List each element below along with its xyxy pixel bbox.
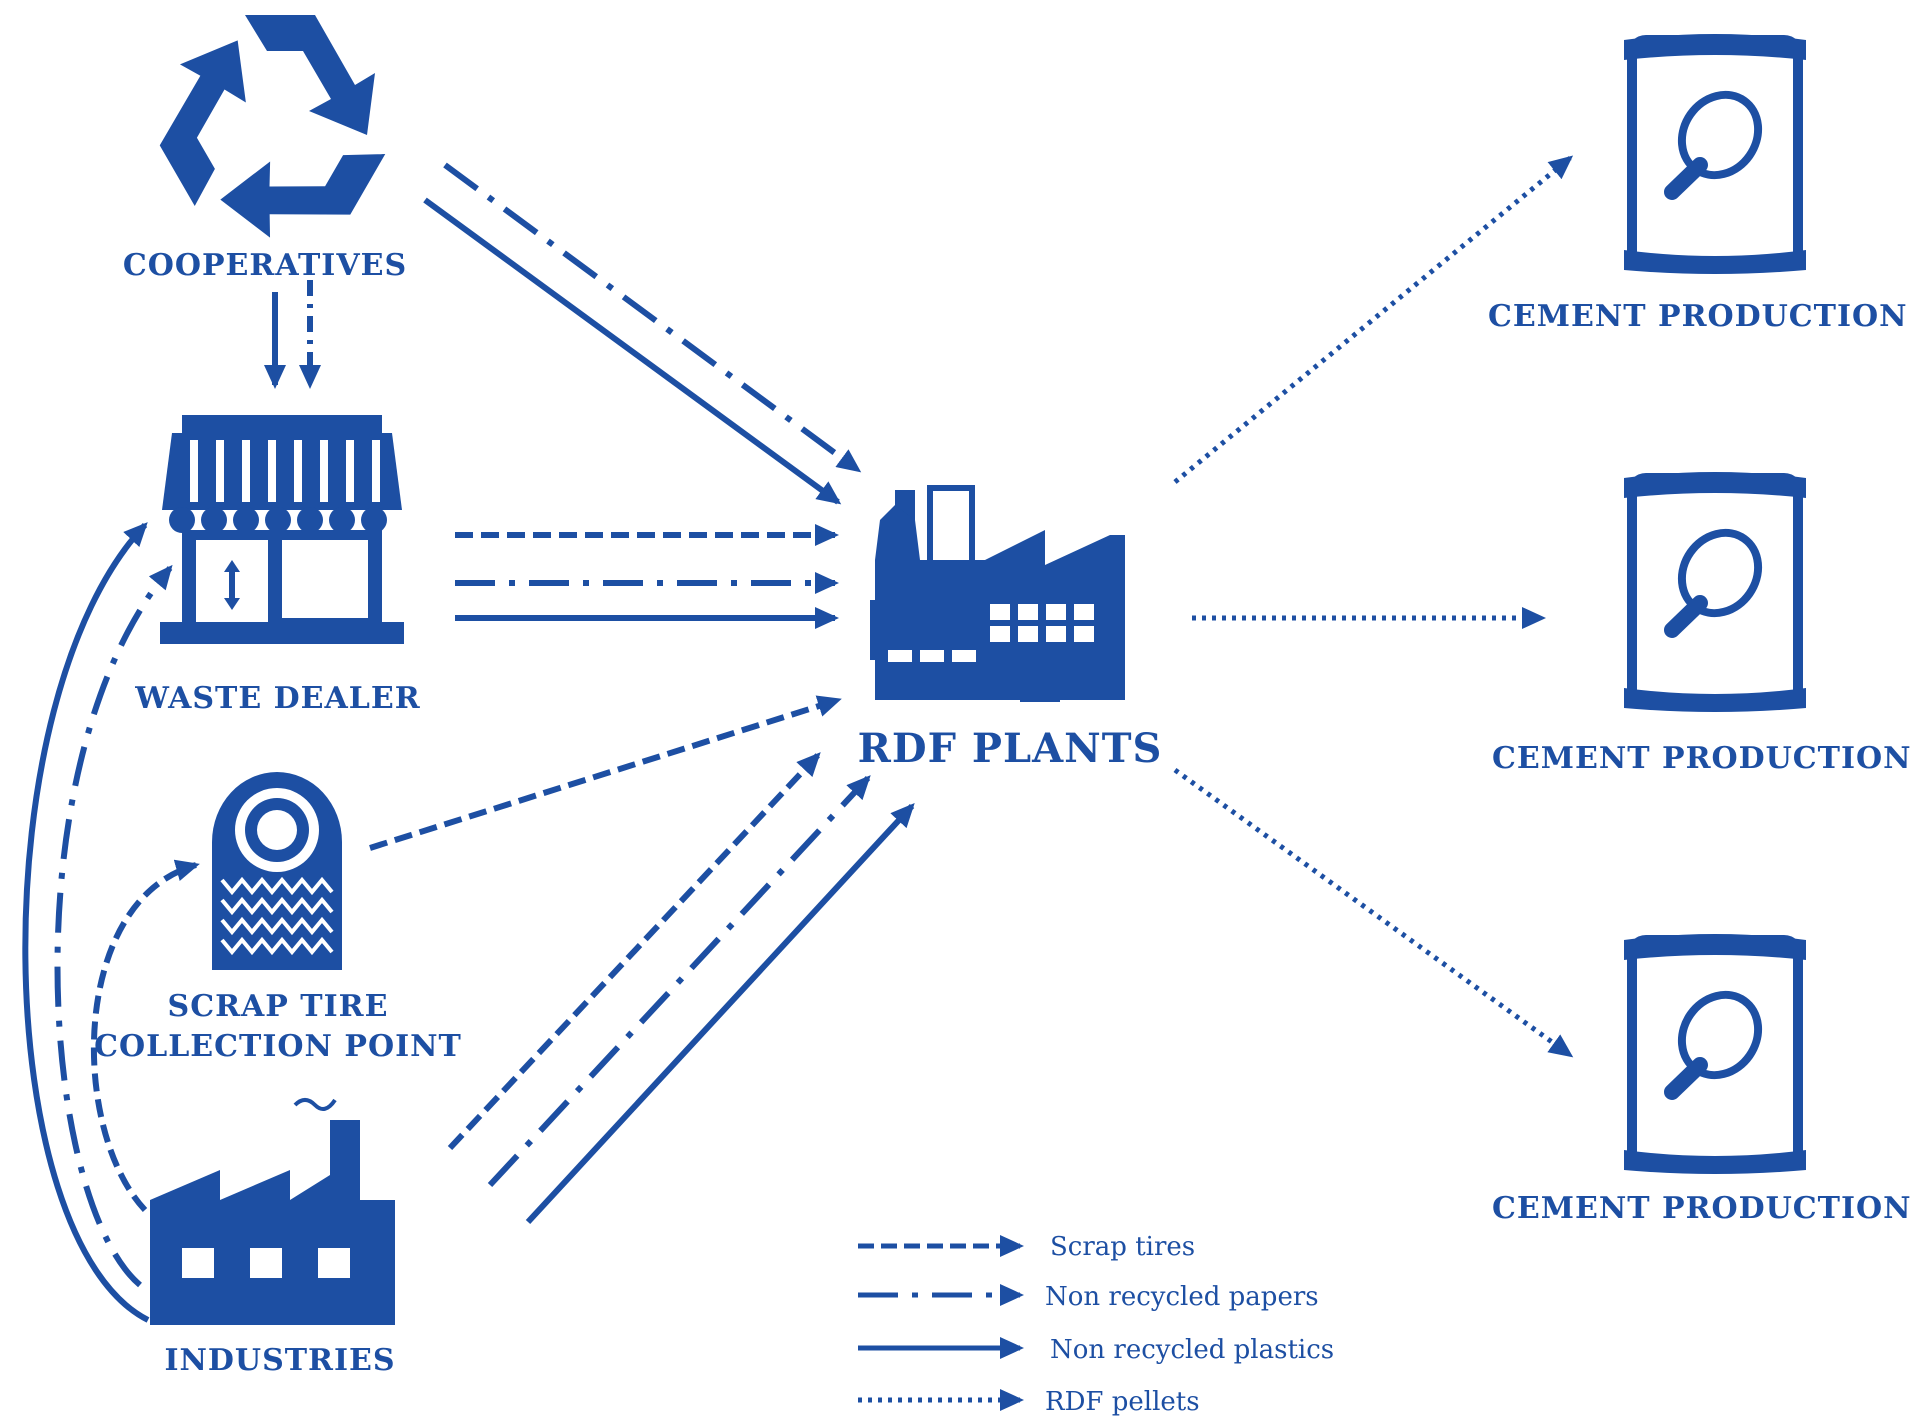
cement-production-2-label: CEMENT PRODUCTION 2 [1492,741,1920,776]
arrow-papers-industries-rdf [487,775,871,1188]
cement-production-3-label: CEMENT PRODUCTION 3 [1492,1191,1920,1226]
tire-icon [212,772,342,970]
recycle-icon [159,15,386,238]
cement-bag-icon [1624,34,1806,274]
arrow-tires-industries-rdf [447,752,821,1151]
arrow-tires-industries-scraptire [91,859,200,1213]
arrow-pellets-rdf-cement3 [1173,767,1574,1058]
cooperatives-label: COOPERATIVES [123,248,407,283]
arrow-plastics-industries-dealer [22,522,150,1323]
legend: Scrap tires Non recycled papers Non recy… [858,1232,1334,1417]
arrow-papers-coop-rdf [443,162,862,473]
arrow-papers-industries-dealer [54,564,173,1288]
shop-icon [160,415,404,644]
cement-production-1-label: CEMENT PRODUCTION 1 [1488,299,1920,334]
rdf-factory-icon [870,485,1125,702]
scrap-tire-label: SCRAP TIRE [168,989,389,1024]
factory-icon [150,1098,395,1325]
arrow-tires-scrap-rdf [369,695,842,851]
legend-non-recycled-plastics: Non recycled plastics [1050,1335,1334,1365]
arrow-plastics-coop-rdf [423,197,842,505]
legend-scrap-tires: Scrap tires [1050,1232,1195,1262]
collection-point-label: COLLECTION POINT [94,1029,462,1064]
industries-label: INDUSTRIES [164,1343,395,1378]
legend-rdf-pellets: RDF pellets [1045,1387,1200,1417]
cement-bag-icon [1624,472,1806,712]
arrow-plastics-industries-rdf [525,803,915,1225]
legend-non-recycled-papers: Non recycled papers [1045,1282,1319,1312]
rdf-plants-label: RDF PLANTS [858,725,1163,772]
cement-bag-icon [1624,934,1806,1174]
waste-dealer-label: WASTE DEALER [134,681,420,716]
